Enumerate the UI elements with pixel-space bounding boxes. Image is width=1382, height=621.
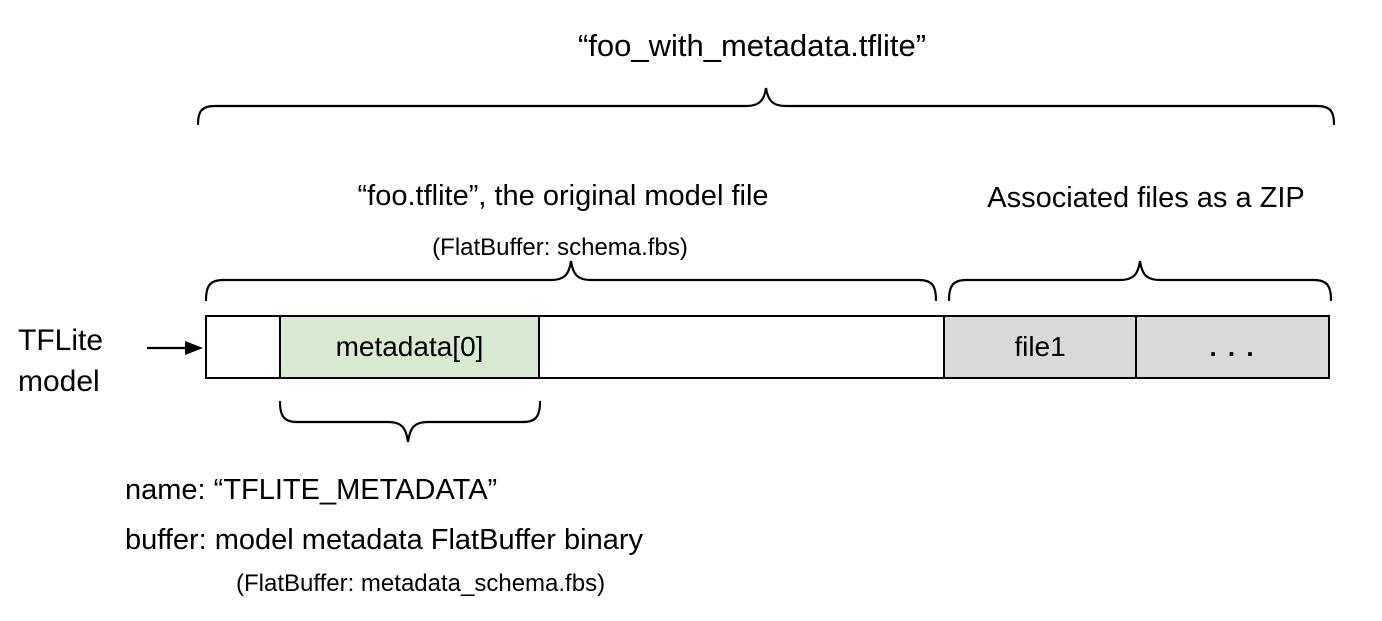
model-file-bar: metadata[0] file1 . . . (205, 315, 1330, 379)
original-model-sublabel: (FlatBuffer: schema.fbs) (432, 234, 688, 261)
segment-blank-left (207, 317, 279, 377)
metadata-schema-line: (FlatBuffer: metadata_schema.fbs) (236, 570, 606, 597)
segment-file1: file1 (943, 317, 1137, 377)
associated-files-brace (948, 260, 1332, 302)
segment-blank-mid (540, 317, 943, 377)
segment-metadata: metadata[0] (279, 317, 540, 377)
segment-more-files-text: . . . (1209, 331, 1256, 362)
arrow-right-icon (147, 341, 203, 355)
metadata-buffer-line: buffer: model metadata FlatBuffer binary (125, 524, 643, 556)
segment-file1-text: file1 (1014, 331, 1066, 362)
associated-files-label: Associated files as a ZIP (987, 182, 1305, 214)
original-model-label: “foo.tflite”, the original model file (357, 180, 769, 212)
tflite-model-label: TFLite model (18, 320, 103, 402)
top-brace (197, 87, 1335, 126)
segment-more-files: . . . (1137, 317, 1328, 377)
metadata-name-line: name: “TFLITE_METADATA” (125, 474, 498, 506)
segment-metadata-text: metadata[0] (335, 331, 484, 362)
tflite-model-label-line2: model (18, 365, 100, 398)
tflite-model-label-line1: TFLite (18, 324, 104, 357)
file-title: “foo_with_metadata.tflite” (577, 28, 927, 63)
metadata-brace (279, 400, 541, 443)
original-model-brace (205, 260, 937, 302)
